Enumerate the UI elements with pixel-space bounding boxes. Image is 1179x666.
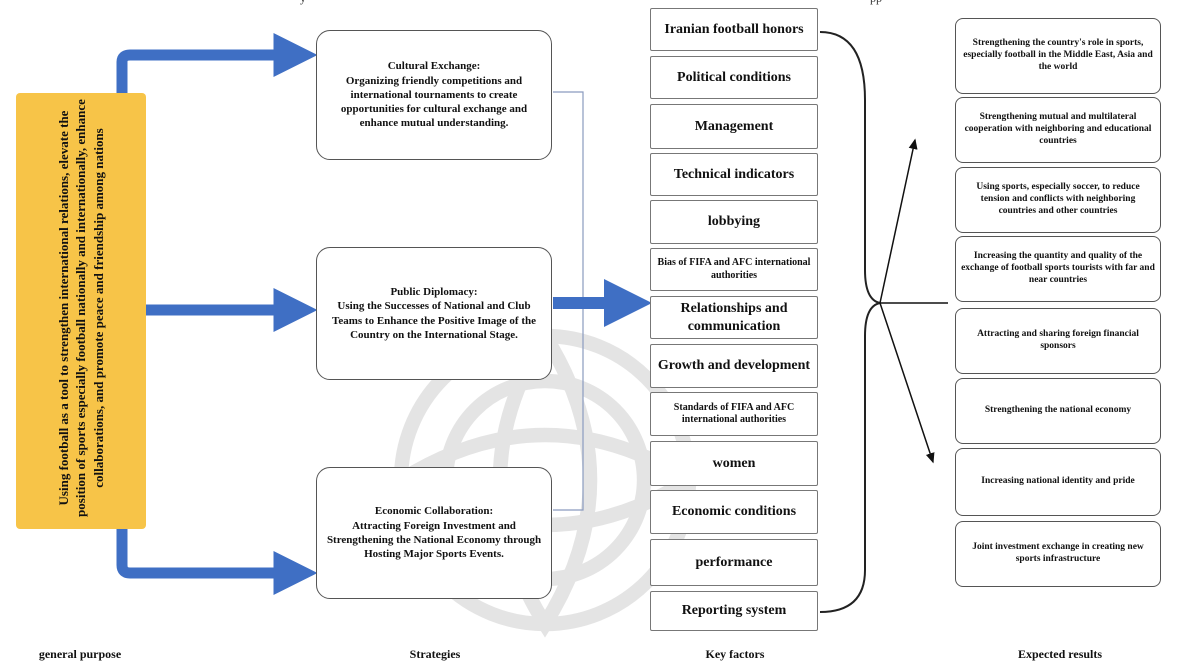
column-title-key-factors: Key factors [705, 647, 765, 661]
arrow-to-economic-collaboration [116, 529, 318, 595]
column-title-strategies: Strategies [409, 647, 461, 661]
strategy-economic-collaboration: Economic Collaboration: Attracting Forei… [316, 467, 552, 599]
expected-result-item: Using sports, especially soccer, to redu… [955, 167, 1161, 233]
expected-result-item: Strengthening mutual and multilateral co… [955, 97, 1161, 163]
expected-result-item: Joint investment exchange in creating ne… [955, 521, 1161, 587]
general-purpose-box: Using football as a tool to strengthen i… [16, 93, 146, 529]
strategy-public-diplomacy: Public Diplomacy: Using the Successes of… [316, 247, 552, 380]
expected-result-item: Attracting and sharing foreign financial… [955, 308, 1161, 374]
key-factor-item: Standards of FIFA and AFC international … [650, 392, 818, 436]
column-title-expected-results: Expected results [1017, 647, 1103, 661]
expected-result-item: Strengthening the country's role in spor… [955, 18, 1161, 94]
column-title-general-purpose: general purpose [38, 647, 122, 661]
cropped-caption-left: y [300, 0, 306, 6]
strategy-title: Cultural Exchange: [387, 60, 481, 73]
general-purpose-text: Using football as a tool to strengthen i… [56, 99, 106, 517]
key-factor-item: women [650, 441, 818, 486]
key-factor-item: Technical indicators [650, 153, 818, 196]
key-factor-item: performance [650, 539, 818, 586]
strategy-title: Public Diplomacy: [390, 285, 478, 298]
key-factor-item: Economic conditions [650, 490, 818, 534]
expected-result-item: Strengthening the national economy [955, 378, 1161, 444]
expected-result-item: Increasing national identity and pride [955, 448, 1161, 516]
key-factor-item: Political conditions [650, 56, 818, 99]
strategy-body: Attracting Foreign Investment and Streng… [326, 519, 542, 561]
key-factor-item: Management [650, 104, 818, 149]
key-factor-item: Relationships and communication [650, 296, 818, 339]
strategy-cultural-exchange: Cultural Exchange: Organizing friendly c… [316, 30, 552, 160]
arrow-to-results-down [879, 302, 935, 464]
key-factors-brace [819, 31, 881, 613]
key-factor-item: Reporting system [650, 591, 818, 631]
arrow-to-cultural-exchange [116, 33, 318, 93]
cropped-caption-right: pp [870, 0, 882, 6]
strategy-title: Economic Collaboration: [374, 505, 494, 518]
arrow-to-results-up [879, 138, 918, 304]
expected-result-item: Increasing the quantity and quality of t… [955, 236, 1161, 302]
key-factor-item: Growth and development [650, 344, 818, 388]
key-factor-item: lobbying [650, 200, 818, 244]
strategy-body: Organizing friendly competitions and int… [340, 74, 528, 130]
key-factor-item: Iranian football honors [650, 8, 818, 51]
key-factor-item: Bias of FIFA and AFC international autho… [650, 248, 818, 291]
strategy-body: Using the Successes of National and Club… [332, 300, 536, 341]
cropped-caption-strip: y pp [0, 0, 1179, 8]
